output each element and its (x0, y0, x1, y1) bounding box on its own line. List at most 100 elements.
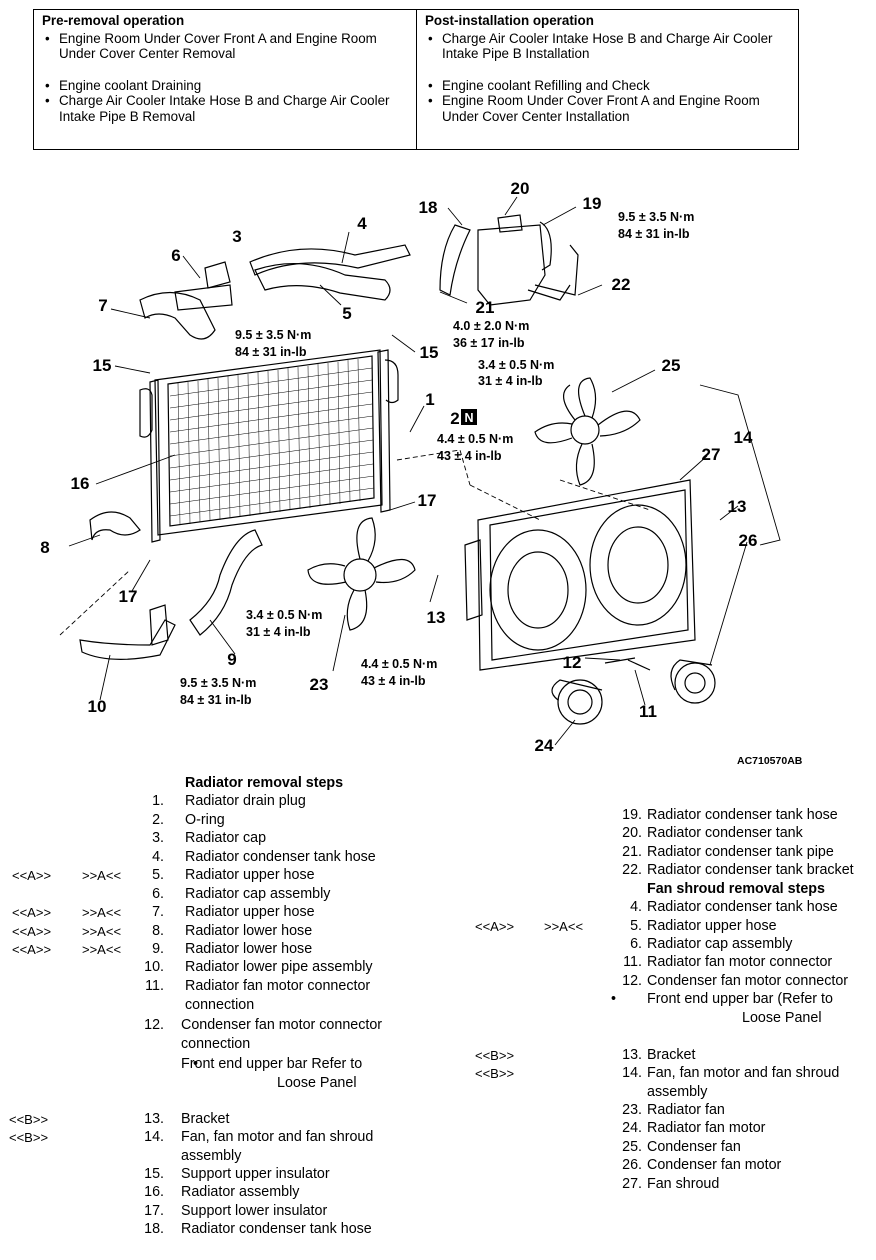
step-text-continued: connection (181, 1035, 251, 1052)
step-text: Radiator fan motor (647, 1120, 766, 1136)
fan-shroud-removal-title: Fan shroud removal steps (647, 881, 825, 897)
step-marker-a: <<A>> (12, 924, 52, 939)
step-row: 12. Condenser fan motor connector (440, 972, 876, 1012)
step-number: 17. (144, 1203, 164, 1219)
step-text: Radiator condenser tank (647, 825, 803, 841)
torque-6-inlb: 84 ± 31 in-lb (235, 345, 307, 359)
step-text: Radiator condenser tank hose (647, 807, 838, 823)
step-marker-a: <<A>> (12, 905, 52, 920)
torque-23-nm: 3.4 ± 0.5 N·m (246, 608, 322, 622)
post-installation-header: Post-installation operation (425, 13, 594, 28)
step-number: 3. (152, 830, 164, 846)
fan-shroud-illustration (464, 479, 696, 671)
step-text: Radiator fan motor connector (185, 978, 371, 994)
step-number: 16. (144, 1184, 164, 1200)
step-number: 7. (152, 904, 164, 920)
callout-23: 23 (310, 675, 329, 694)
radiator-removal-steps: Radiator removal steps 1. Radiator drain … (0, 774, 440, 1240)
step-text-continued: assembly (647, 1083, 708, 1100)
callout-12: 12 (563, 653, 582, 672)
step-number: 25. (622, 1139, 642, 1155)
step-text: Bracket (647, 1047, 696, 1063)
torque-10-nm: 9.5 ± 3.5 N·m (180, 676, 256, 690)
step-row: <<A>>>>A<<9.Radiator lower hose (0, 940, 440, 980)
step-marker-b: >>A<< (82, 905, 122, 920)
post-installation-item: Charge Air Cooler Intake Hose B and Char… (425, 31, 790, 62)
callout-3: 3 (232, 227, 241, 246)
callout-24: 24 (535, 736, 554, 755)
post-installation-list: Charge Air Cooler Intake Hose B and Char… (425, 31, 790, 125)
step-row: 3. Radiator cap (0, 829, 440, 869)
step-text: Radiator lower hose (185, 941, 313, 957)
step-row: 10.Radiator lower pipe assembly (0, 958, 440, 998)
step-text: Support lower insulator (181, 1203, 328, 1219)
step-row: 6.Radiator cap assembly (440, 935, 876, 975)
step-number: 19. (622, 807, 642, 823)
step-number: 1. (152, 793, 164, 809)
callout-15-right: 15 (420, 343, 439, 362)
step-row: 21.Radiator condenser tank pipe (440, 843, 876, 863)
condenser-fan-illustration (534, 377, 641, 486)
callout-17-upper: 17 (418, 491, 437, 510)
callout-21: 21 (476, 298, 495, 317)
step-number: 2. (152, 812, 164, 828)
step-marker-a: <<B>> (475, 1066, 515, 1081)
step-number: 18. (144, 1221, 164, 1237)
step-marker-a: <<B>> (9, 1130, 49, 1145)
step-text: Radiator fan motor connector (647, 954, 833, 970)
radiator-fan-illustration (307, 517, 416, 631)
step-row: 6.Radiator cap assembly (0, 885, 440, 925)
callout-13: 13 (427, 608, 446, 627)
callout-10: 10 (88, 697, 107, 716)
step-number: 12. (622, 973, 642, 989)
torque-21-nm: 4.0 ± 2.0 N·m (453, 319, 529, 333)
step-text: Condenser fan (647, 1139, 741, 1155)
step-text: Condenser fan motor connector (647, 973, 849, 989)
n-mark: N (461, 409, 477, 425)
step-text: Radiator cap (185, 830, 267, 846)
step-row: 24.Radiator fan motor (440, 1119, 876, 1159)
callout-4: 4 (357, 214, 367, 233)
post-installation-item: Engine coolant Refilling and Check (425, 78, 790, 94)
step-row: <<B>> 13. Bracket (440, 1046, 876, 1086)
step-marker-a: <<B>> (475, 1048, 515, 1063)
step-row: 19. Radiator condenser tank hose (440, 806, 876, 826)
pre-removal-item: Engine Room Under Cover Front A and Engi… (42, 31, 408, 62)
step-number: 20. (622, 825, 642, 841)
pre-removal-item: Charge Air Cooler Intake Hose B and Char… (42, 93, 408, 124)
step-row: 22.Radiator condenser tank bracket (440, 861, 876, 881)
step-marker-b: >>A<< (82, 924, 122, 939)
step-text: Radiator condenser tank pipe (647, 844, 834, 860)
step-row: 25. Condenser fan (440, 1138, 876, 1178)
step-marker-b: >>A<< (82, 942, 122, 957)
step-number: 15. (144, 1166, 164, 1182)
step-row: 11.Radiator fan motor connector (440, 953, 876, 993)
torque-22-nm: 9.5 ± 3.5 N·m (618, 210, 694, 224)
condenser-tank-illustration (439, 214, 579, 306)
step-text-continued: connection (185, 996, 255, 1013)
step-text-continued: assembly (181, 1147, 242, 1164)
step-text: Radiator fan (647, 1102, 725, 1118)
step-number: 13. (622, 1047, 642, 1063)
step-row: 4.Radiator condenser tank hose (0, 848, 440, 888)
step-text: Condenser fan motor connector (181, 1017, 383, 1033)
step-number: 27. (622, 1176, 642, 1192)
torque-25-nm: 3.4 ± 0.5 N·m (478, 358, 554, 372)
n-mark-letter: N (464, 411, 473, 425)
step-number: 9. (152, 941, 164, 957)
step-row: <<A>>>>A<<7.Radiator upper hose (0, 903, 440, 943)
step-number: 10. (144, 959, 164, 975)
step-number: 6. (152, 886, 164, 902)
step-row: 20. Radiator condenser tank (440, 824, 876, 844)
torque-10-inlb: 84 ± 31 in-lb (180, 693, 252, 707)
callout-22: 22 (612, 275, 631, 294)
step-text: Radiator drain plug (185, 793, 306, 809)
callout-13-right: 13 (728, 497, 747, 516)
torque-6-nm: 9.5 ± 3.5 N·m (235, 328, 311, 342)
step-number: 14. (144, 1129, 164, 1145)
step-row: 2.O-ring (0, 811, 440, 851)
radiator-removal-title: Radiator removal steps (185, 775, 344, 791)
